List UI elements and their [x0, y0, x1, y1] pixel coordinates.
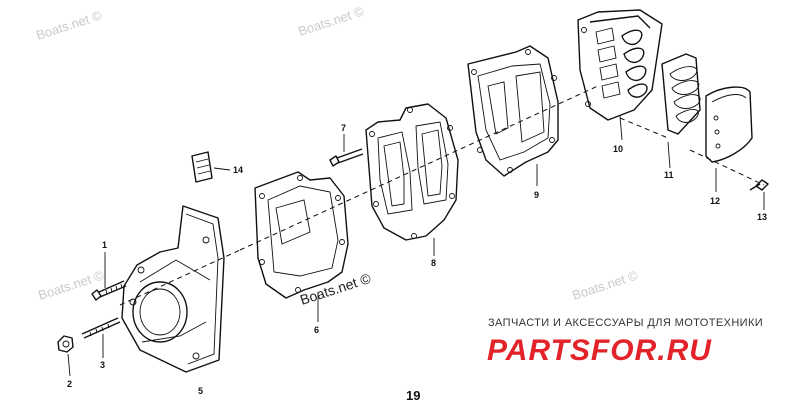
- part-6-gasket: [254, 171, 349, 322]
- label-part-5: 5: [198, 386, 203, 396]
- watermark-top-left: Boats.net ©: [34, 7, 104, 42]
- label-part-2: 2: [67, 379, 72, 389]
- part-7-screw: [329, 134, 364, 167]
- label-part-12: 12: [710, 196, 720, 206]
- banner-tagline: ЗАПЧАСТИ И АКСЕССУАРЫ ДЛЯ МОТОТЕХНИКИ: [488, 317, 763, 329]
- assembly-axis-line-right: [619, 117, 765, 186]
- label-part-1: 1: [102, 240, 107, 250]
- part-14-plate: [191, 151, 231, 183]
- part-11-reed-petals: [661, 53, 701, 169]
- label-part-10: 10: [613, 144, 623, 154]
- brand-logo: PARTSFOR.RU: [487, 334, 712, 367]
- label-part-14: 14: [233, 165, 243, 175]
- watermark-top-right: Boats.net ©: [296, 3, 366, 38]
- watermark-bottom-right: Boats.net ©: [570, 267, 640, 302]
- part-12-reed-stop: [705, 86, 753, 192]
- part-1-bolt: [91, 252, 127, 301]
- part-5-intake-housing: [121, 205, 225, 373]
- label-part-11: 11: [664, 170, 674, 180]
- watermark-bottom-left: Boats.net ©: [36, 267, 106, 302]
- label-part-3: 3: [100, 360, 105, 370]
- part-9-gasket: [467, 45, 559, 186]
- part-3-stud: [81, 317, 121, 358]
- part-13-screw: [749, 179, 769, 210]
- page-number: 19: [406, 388, 420, 403]
- label-part-8: 8: [431, 258, 436, 268]
- label-part-6: 6: [314, 325, 319, 335]
- assembly-axis-line: [119, 84, 601, 306]
- label-part-13: 13: [757, 212, 767, 222]
- part-8-reed-plate: [365, 103, 459, 256]
- part-10-reed-cage: [577, 9, 663, 141]
- part-2-nut: [57, 335, 74, 377]
- label-part-7: 7: [341, 123, 346, 133]
- label-part-9: 9: [534, 190, 539, 200]
